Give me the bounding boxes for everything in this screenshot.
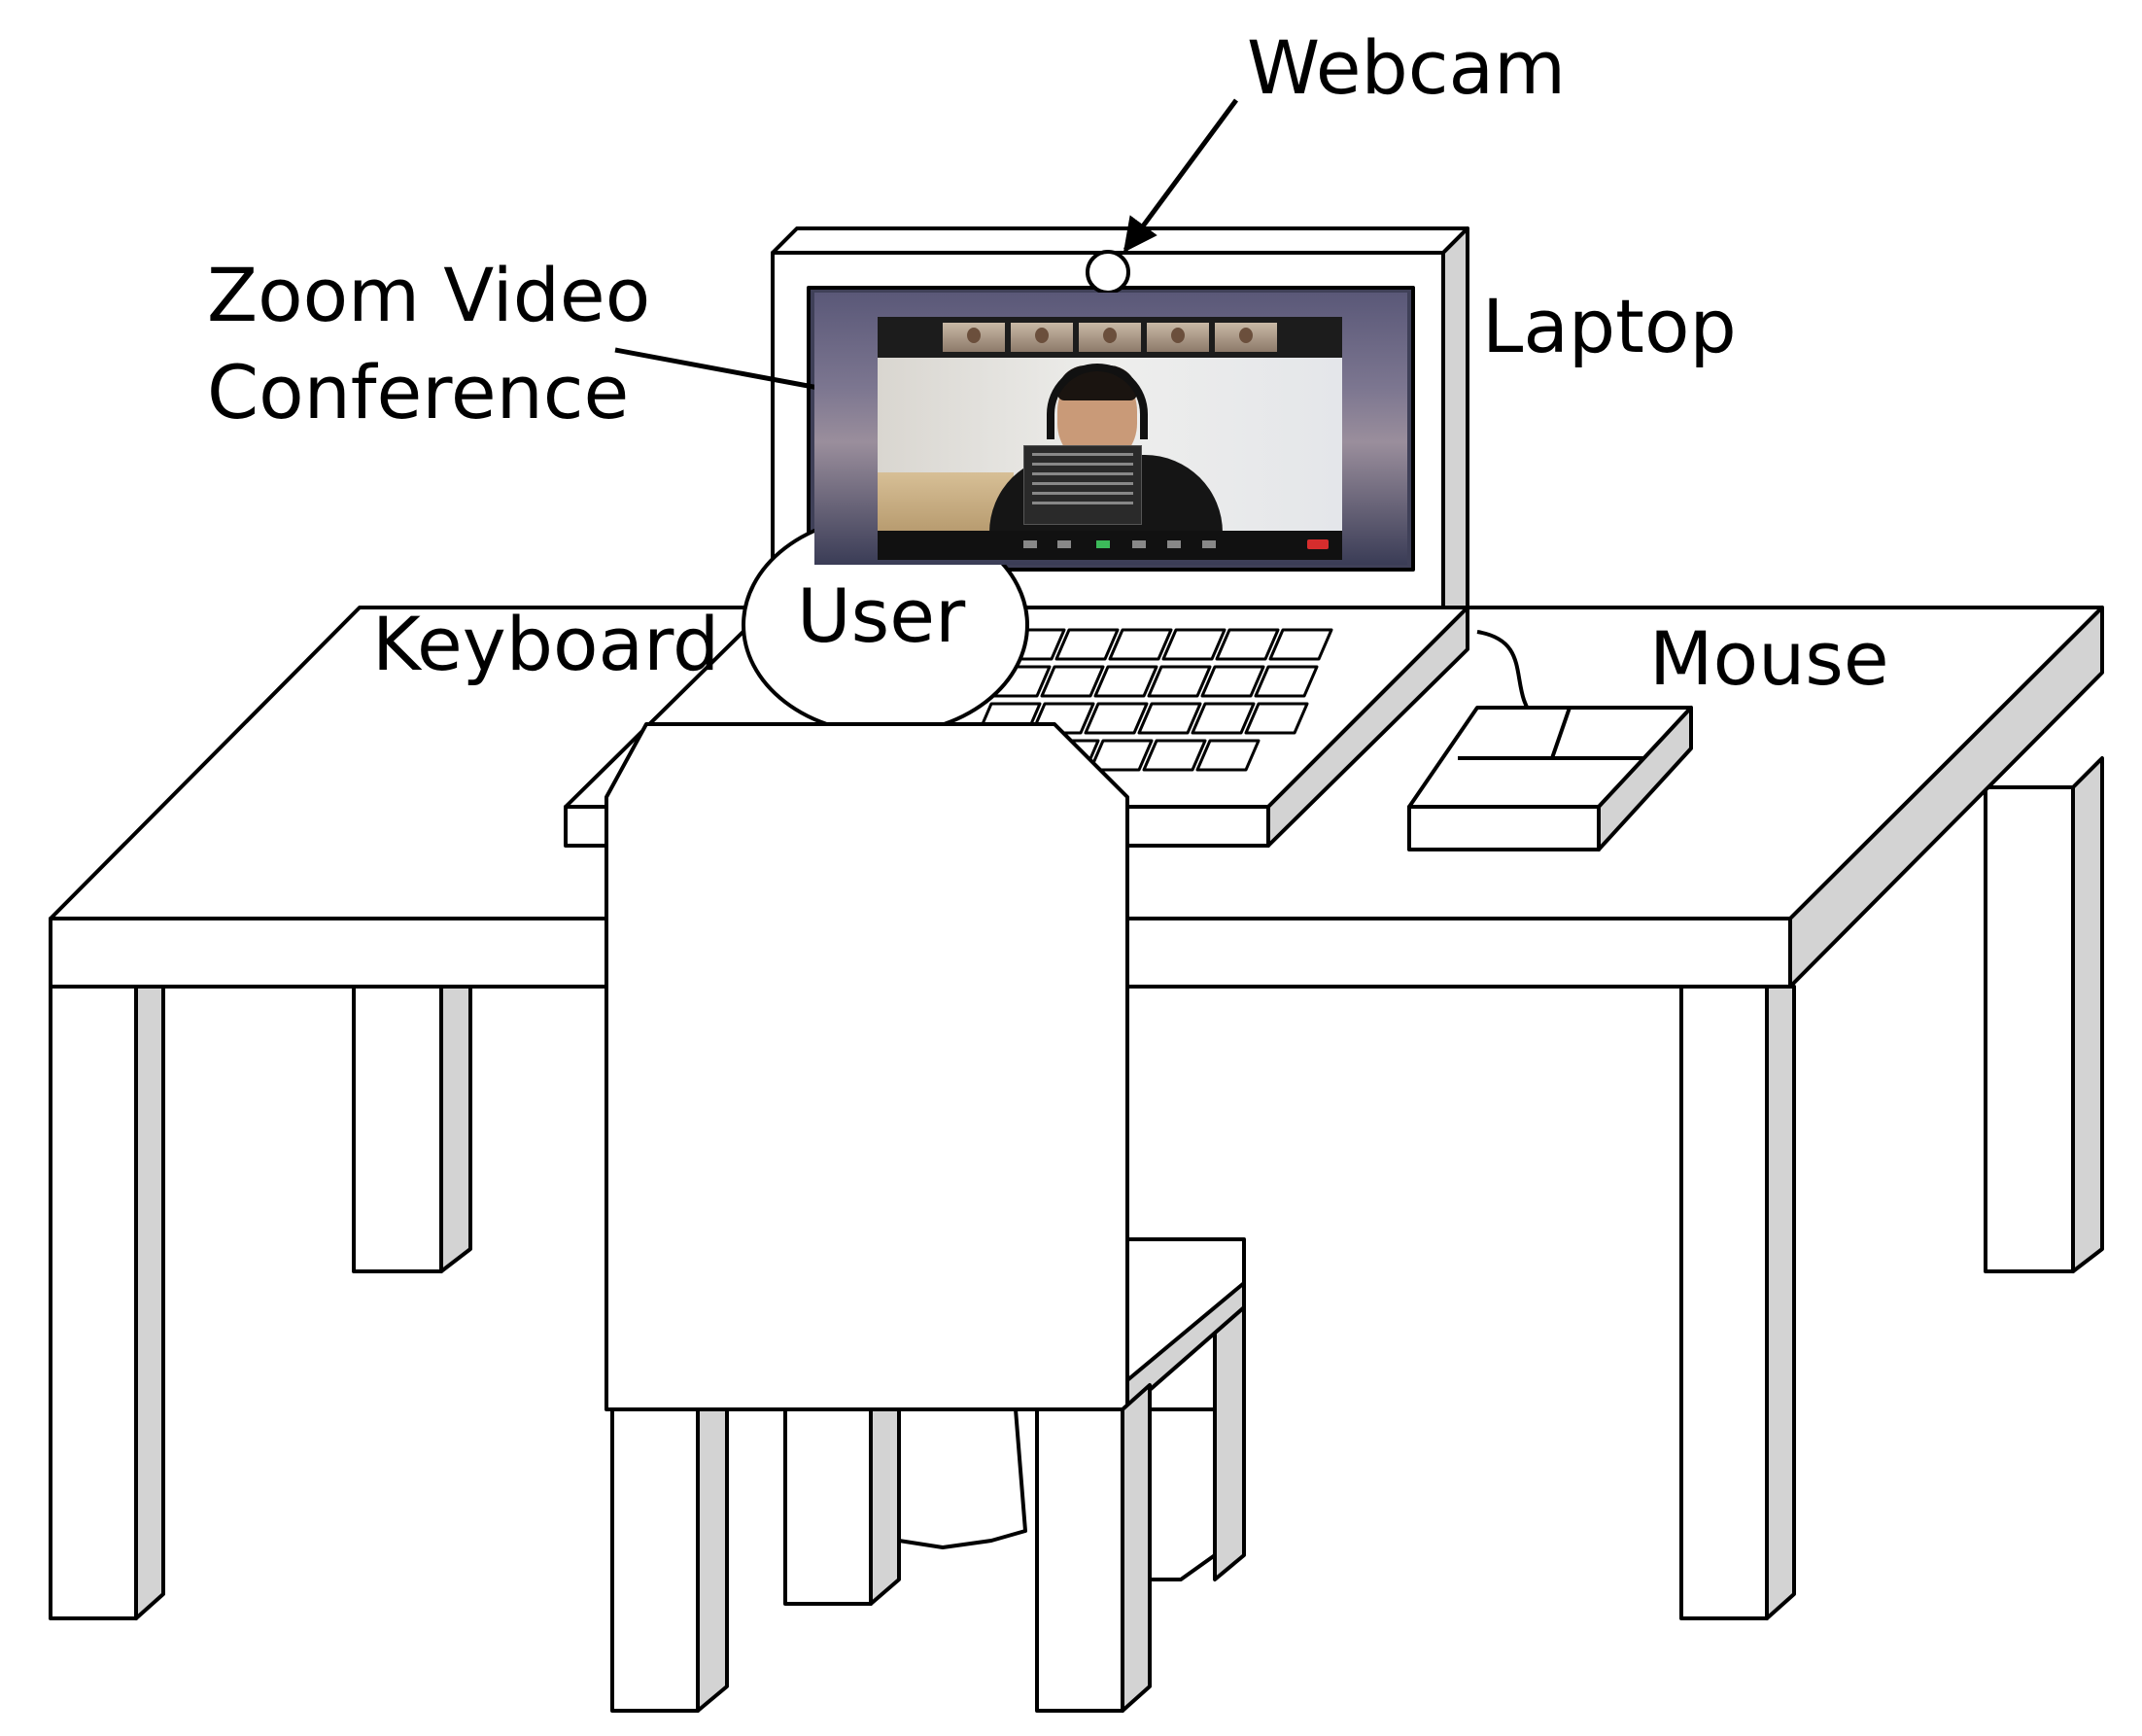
desk-back-right-leg: [1984, 756, 2104, 1273]
zoom-label-line2: Conference: [207, 349, 630, 435]
participant-thumbnail: [943, 323, 1005, 352]
participant-strip: [878, 317, 1342, 358]
chair-back-legs: [783, 1407, 901, 1606]
desk-front-left-leg: [49, 985, 165, 1620]
video-icon: [1057, 540, 1071, 548]
share-icon: [1096, 540, 1110, 548]
keyboard-label: Keyboard: [372, 601, 720, 687]
webcam-label: Webcam: [1247, 24, 1567, 111]
zoom-window: [878, 317, 1342, 560]
mouse-label: Mouse: [1649, 615, 1889, 702]
desk-front-right-leg: [1679, 985, 1796, 1620]
zoom-video-screen: [814, 293, 1407, 565]
webcam-icon: [1086, 250, 1130, 295]
meeting-controls-bar: [878, 531, 1342, 560]
laptop-label: Laptop: [1482, 283, 1737, 369]
chair-backrest: [605, 722, 1129, 1411]
participant-thumbnail: [1079, 323, 1141, 352]
record-icon: [1202, 540, 1216, 548]
zoom-label-line1: Zoom Video: [207, 252, 651, 338]
headset-icon: [1047, 364, 1148, 439]
participant-thumbnail: [1215, 323, 1277, 352]
participants-icon: [1132, 540, 1146, 548]
chair-front-legs: [610, 1383, 1152, 1713]
end-meeting-button: [1307, 539, 1329, 549]
audio-settings-menu: [1023, 445, 1142, 525]
mouse: [1407, 706, 1693, 851]
participant-thumbnail: [1147, 323, 1209, 352]
desk-back-left-leg: [352, 985, 472, 1273]
webcam-arrow: [1123, 98, 1239, 253]
chat-icon: [1167, 540, 1181, 548]
mute-icon: [1023, 540, 1037, 548]
user-label: User: [797, 573, 966, 659]
active-speaker-video: [878, 358, 1342, 542]
participant-thumbnail: [1011, 323, 1073, 352]
